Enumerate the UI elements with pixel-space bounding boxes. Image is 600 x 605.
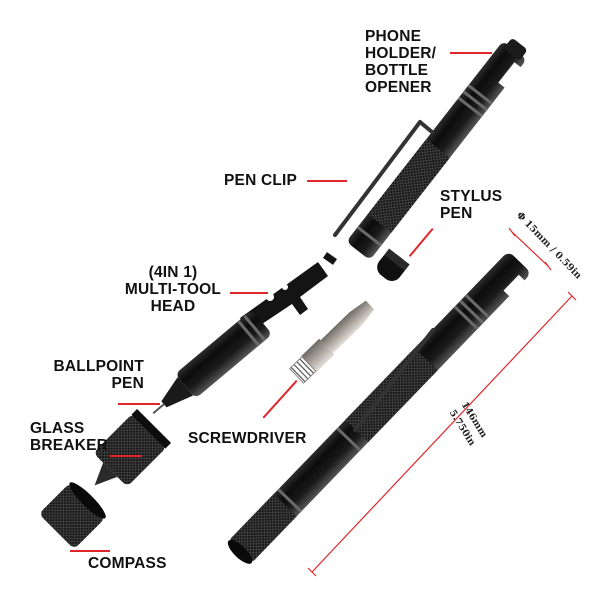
stylus-tip	[377, 248, 410, 281]
leader-phone-holder	[450, 52, 492, 54]
leader-glass-breaker	[110, 455, 142, 457]
label-glass-breaker: GLASS BREAKER	[30, 420, 109, 454]
screwdriver-bit	[288, 300, 375, 384]
dimension-lines	[307, 227, 577, 577]
upper-barrel	[348, 39, 527, 258]
multi-tool-head	[240, 252, 338, 332]
label-pen-clip: PEN CLIP	[224, 172, 298, 189]
label-screwdriver: SCREWDRIVER	[188, 430, 307, 447]
glass-breaker	[94, 408, 172, 486]
compass-cap	[41, 482, 106, 547]
label-multi-tool-head: (4IN 1) MULTI-TOOL HEAD	[124, 264, 222, 315]
leader-compass	[70, 550, 110, 552]
label-phone-holder: PHONE HOLDER/ BOTTLE OPENER	[365, 28, 437, 96]
assembled-pen-clip	[353, 328, 435, 432]
label-stylus-pen: STYLUS PEN	[440, 188, 503, 222]
pen-clip	[333, 120, 422, 237]
label-compass: COMPASS	[88, 555, 167, 572]
assembled-pen	[227, 253, 529, 564]
ballpoint-barrel	[152, 312, 270, 415]
leader-multi-tool	[230, 292, 268, 294]
leader-pen-clip	[307, 180, 347, 182]
label-ballpoint-pen: BALLPOINT PEN	[53, 358, 144, 392]
leader-ballpoint	[118, 403, 160, 405]
